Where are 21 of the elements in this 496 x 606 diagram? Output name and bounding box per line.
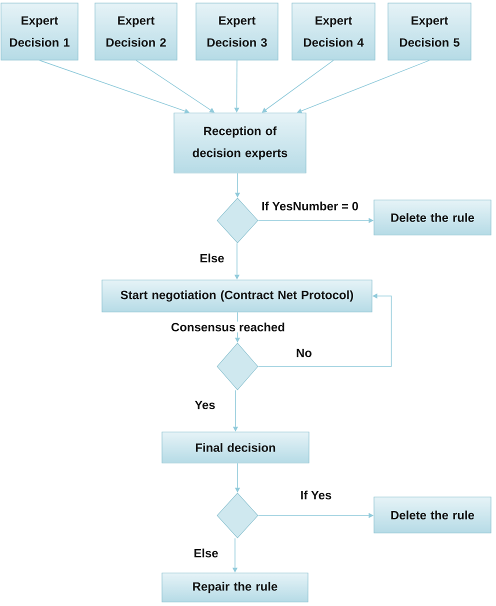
- process-box: Expert Decision 3: [196, 2, 278, 60]
- decision-diamond: [216, 492, 258, 538]
- process-box: Expert Decision 2: [94, 2, 178, 60]
- edge-label: Else: [198, 252, 226, 264]
- decision-diamond: [216, 342, 258, 390]
- edge-label: Yes: [194, 400, 216, 410]
- edge-label: If Yes: [299, 490, 333, 500]
- decision-diamond: [216, 198, 258, 244]
- edge-label: Else: [192, 548, 220, 558]
- process-box: Repair the rule: [162, 572, 308, 602]
- process-box: Expert Decision 4: [292, 2, 376, 60]
- edge-label: If YesNumber = 0: [260, 200, 360, 212]
- process-box: Start negotiation (Contract Net Protocol): [102, 280, 372, 312]
- edge-label: Consensus reached: [170, 322, 286, 332]
- process-box: Delete the rule: [374, 200, 492, 236]
- process-box: Delete the rule: [374, 496, 492, 534]
- edge-label: No: [295, 348, 313, 358]
- process-box: Expert Decision 1: [0, 2, 78, 60]
- process-box: Reception of decision experts: [174, 112, 306, 174]
- process-box: Final decision: [162, 432, 310, 464]
- process-box: Expert Decision 5: [388, 2, 472, 60]
